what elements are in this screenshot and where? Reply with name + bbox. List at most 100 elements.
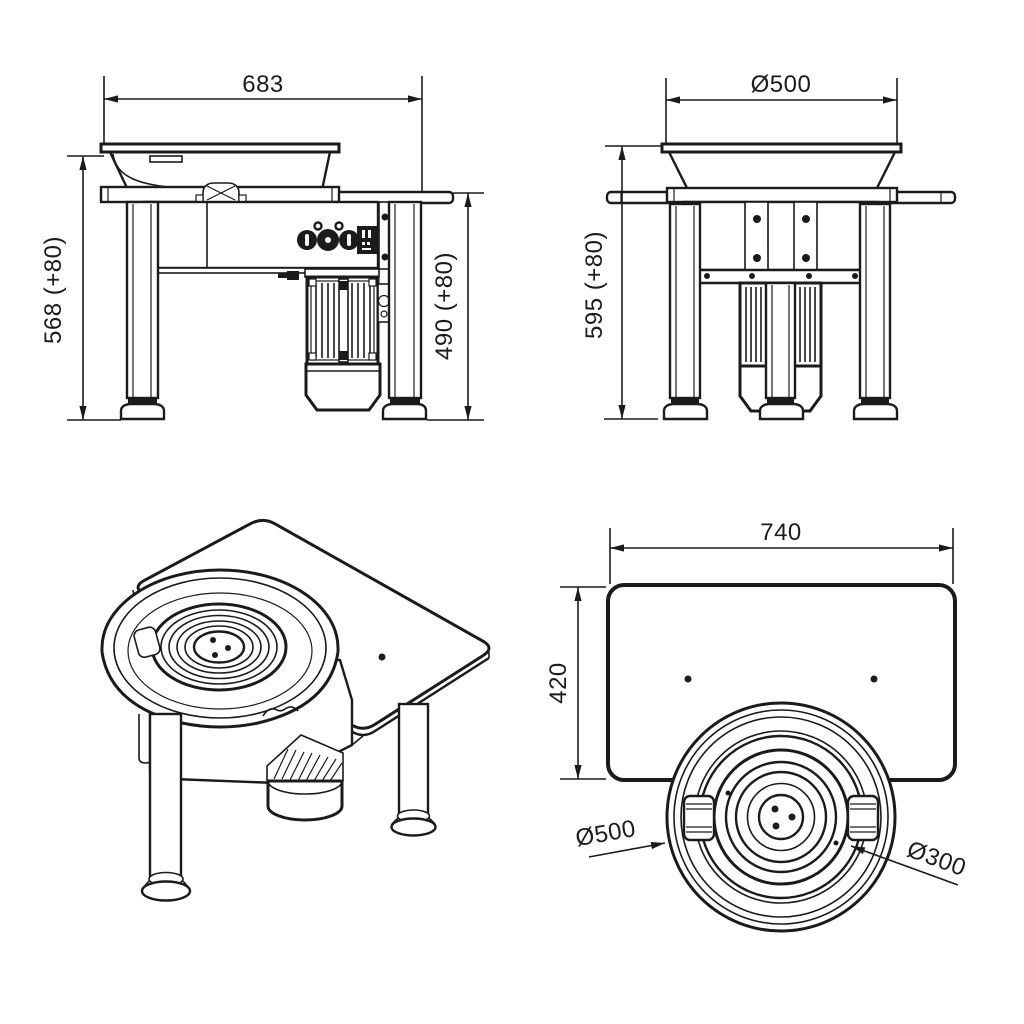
wheel-groove — [184, 625, 254, 669]
leg-column — [125, 200, 160, 400]
foot-disc — [140, 880, 192, 902]
leader-wheelhead-diameter-label: Ø300 — [903, 836, 969, 882]
screw — [802, 254, 810, 262]
motor-fins — [315, 283, 371, 358]
leg-lines — [675, 206, 695, 398]
screw — [381, 213, 389, 221]
dim-table-width-label: 740 — [760, 519, 802, 546]
screw — [704, 273, 710, 279]
pan-handle-bracket — [133, 626, 161, 659]
wheel-groove — [746, 782, 816, 852]
screw — [852, 273, 858, 279]
leg-column — [668, 202, 702, 400]
motor — [278, 268, 392, 412]
isometric-view — [100, 518, 491, 902]
pan-rim-ring — [673, 709, 889, 925]
table-hole — [870, 675, 878, 683]
splash-pan — [99, 142, 341, 204]
tie-rod-cap — [339, 281, 348, 290]
bat-pin-hole — [212, 652, 218, 658]
bat-pin-hole — [788, 813, 796, 821]
motor-shaft-end — [278, 273, 287, 278]
leader-pan-diameter: Ø500 — [573, 815, 666, 858]
dim-height-rim-label: 568 (+80) — [40, 236, 67, 344]
pan-clamp-lever — [262, 706, 299, 717]
pan-flange — [665, 186, 899, 204]
front-left-leg — [119, 200, 166, 421]
right-leg — [390, 702, 437, 837]
dimension-pan-diameter: Ø500 — [665, 71, 898, 146]
cabinet — [137, 200, 393, 274]
indicator-led — [334, 221, 344, 231]
foot-disc — [662, 402, 709, 421]
pan-flange-ticks — [107, 187, 333, 202]
pan-flange-ticks — [673, 188, 891, 202]
wheel-groove — [734, 770, 828, 864]
motor-corner-bolt — [368, 278, 377, 287]
handle-body — [682, 794, 716, 842]
screw — [749, 273, 755, 279]
knob-slot — [305, 234, 309, 246]
leg-column — [148, 712, 183, 882]
dim-depth-label: 683 — [242, 71, 284, 98]
pan-rim — [99, 142, 341, 154]
wheel-groove — [176, 620, 262, 674]
front-elevation-view: 683 — [40, 71, 484, 421]
motor-shaft — [287, 271, 299, 280]
wheel-center-plate — [192, 630, 246, 664]
front-right-leg — [381, 200, 428, 421]
dimension-depth: 683 — [103, 71, 423, 202]
leader-pan-diameter-label: Ø500 — [573, 815, 637, 852]
bat-pin-hole — [772, 822, 780, 830]
handle-body — [846, 794, 880, 842]
socket-slot — [368, 230, 371, 238]
bracket — [133, 626, 161, 659]
screw — [802, 215, 810, 223]
leader-line — [850, 845, 959, 886]
dim-height-rim-side-label: 595 (+80) — [581, 231, 608, 339]
foot-neck — [671, 398, 699, 405]
tie-rod-cap — [339, 351, 348, 360]
cabinet-table-edge — [351, 735, 364, 746]
motor-corner-bolt — [308, 352, 317, 361]
socket-pin — [362, 242, 365, 245]
leg-lines — [771, 285, 790, 398]
front-left-leg — [140, 712, 192, 902]
pan-handle-left — [682, 794, 716, 842]
leg-column-middle — [764, 281, 797, 400]
pan-inner-wall — [127, 592, 313, 710]
pan-rim — [660, 142, 903, 154]
knob-slot — [347, 234, 351, 246]
wheel-groove — [168, 614, 270, 680]
leg-column — [387, 200, 423, 400]
motor-bell-lip — [267, 780, 343, 795]
leg-lines — [394, 204, 415, 398]
side-elevation-view: Ø500 — [581, 71, 957, 421]
foot-neck — [128, 398, 157, 405]
leader-line — [588, 841, 666, 858]
top-plan-view: 740 420 — [545, 519, 970, 933]
table-hole — [378, 653, 386, 661]
screw — [753, 215, 761, 223]
wheel-groove — [160, 609, 278, 685]
dimension-height-rim: 568 (+80) — [40, 155, 121, 421]
dimension-table-depth: 420 — [545, 586, 606, 780]
side-legs — [662, 202, 899, 421]
dimension-table-width: 740 — [609, 519, 954, 584]
motor-tie-rod — [338, 278, 349, 363]
table-hole — [684, 675, 692, 683]
socket-pin — [367, 242, 370, 245]
leg-lines — [865, 206, 885, 398]
screw — [381, 253, 389, 261]
motor-corner-bolt — [368, 352, 377, 361]
foot-disc — [852, 402, 899, 421]
screw — [753, 254, 761, 262]
foot-disc — [381, 402, 428, 421]
clamp-cross — [206, 185, 236, 201]
drain-hole — [725, 790, 731, 796]
bat-pin-hole — [771, 805, 779, 813]
foot-neck — [767, 398, 794, 405]
dim-height-table-label: 490 (+80) — [431, 252, 458, 360]
socket-pin — [362, 248, 371, 250]
